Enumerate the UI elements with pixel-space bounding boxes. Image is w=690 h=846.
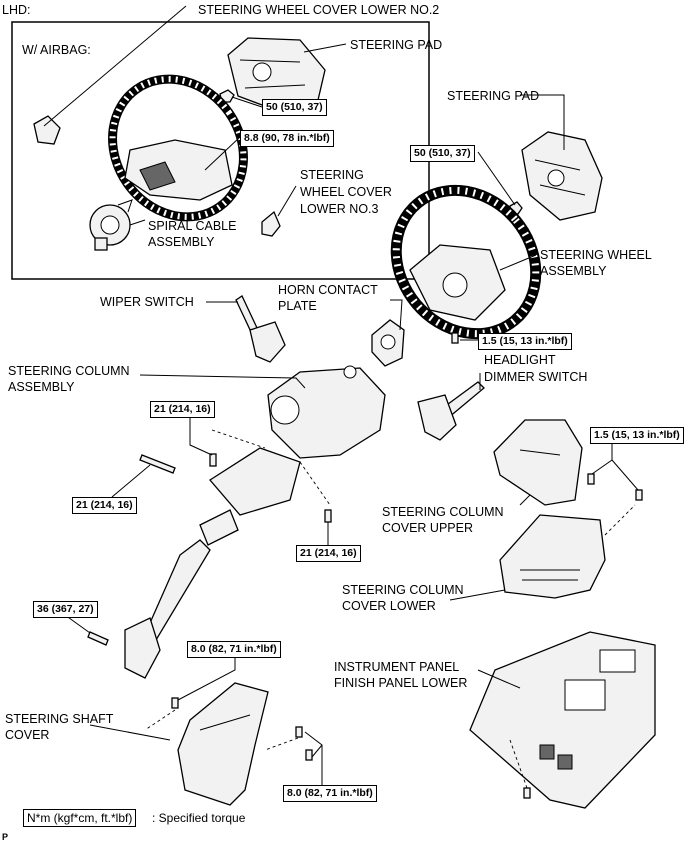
shaft-cover-screw-2-drawing: [295, 726, 303, 738]
label-instrument-panel-2: FINISH PANEL LOWER: [334, 676, 468, 690]
column-cover-lower-drawing: [499, 514, 606, 599]
label-wiper-switch: WIPER SWITCH: [100, 295, 194, 309]
label-cover-lower-2: COVER LOWER: [342, 599, 436, 613]
steering-shaft-cover-drawing: [177, 682, 269, 806]
label-instrument-panel-1: INSTRUMENT PANEL: [334, 660, 460, 674]
torque-column-top: 21 (214, 16): [150, 401, 215, 418]
label-column-assembly-1: STEERING COLUMN: [8, 364, 130, 378]
torque-horn-screw: 1.5 (15, 13 in.*lbf): [478, 333, 572, 350]
shaft-bolt-drawing: [87, 631, 109, 646]
shaft-cover-screw-1-drawing: [171, 697, 179, 709]
torque-cover-screws: 1.5 (15, 13 in.*lbf): [590, 427, 684, 444]
instrument-panel-screw-drawing: [523, 787, 531, 799]
label-steering-wheel-2: ASSEMBLY: [540, 264, 607, 278]
column-left-bolt-drawing: [139, 454, 176, 474]
label-cover-lower-1: STEERING COLUMN: [342, 583, 464, 597]
label-headlight-dimmer-1: HEADLIGHT: [484, 353, 556, 367]
horn-contact-plate-drawing: [371, 319, 405, 367]
label-column-assembly-2: ASSEMBLY: [8, 380, 75, 394]
torque-airbag-wheel: 8.8 (90, 78 in.*lbf): [240, 130, 334, 147]
label-horn-contact-plate-2: PLATE: [278, 299, 317, 313]
label-airbag-steering-pad: STEERING PAD: [350, 38, 443, 52]
label-shaft-cover-1: STEERING SHAFT: [5, 712, 114, 726]
label-headlight-dimmer-2: DIMMER SWITCH: [484, 370, 588, 384]
airbag-inset-title: W/ AIRBAG:: [22, 43, 91, 57]
horn-screw-drawing: [451, 332, 459, 344]
legend-unit-box: N*m (kgf*cm, ft.*lbf): [23, 809, 137, 827]
spiral-cable-drawing: [89, 199, 133, 251]
torque-pad-nut: 50 (510, 37): [410, 145, 475, 162]
label-spiral-cable-1: SPIRAL CABLE: [148, 219, 237, 233]
shaft-cover-screw-3-drawing: [305, 749, 313, 761]
torque-column-right: 21 (214, 16): [296, 545, 361, 562]
headlight-dimmer-switch-drawing: [417, 381, 485, 441]
legend-description: : Specified torque: [152, 811, 246, 825]
instrument-panel-finish-lower-drawing: [469, 631, 656, 809]
lhd-label: LHD:: [2, 3, 31, 17]
label-steering-pad: STEERING PAD: [447, 89, 540, 103]
label-wheel-cover-no3-2: WHEEL COVER: [300, 185, 392, 199]
column-cover-upper-drawing: [493, 419, 583, 506]
label-wheel-cover-no3-3: LOWER NO.3: [300, 202, 379, 216]
wiper-switch-drawing: [235, 295, 286, 363]
cover-screw-1-drawing: [587, 473, 595, 485]
label-cover-upper-2: COVER UPPER: [382, 521, 473, 535]
label-shaft-cover-2: COVER: [5, 728, 50, 742]
steering-column-assembly-drawing: [124, 365, 386, 679]
steering-wheel-assembly-drawing: [390, 184, 542, 340]
label-steering-wheel-1: STEERING WHEEL: [540, 248, 652, 262]
column-right-bolt-drawing: [324, 509, 332, 523]
label-horn-contact-plate-1: HORN CONTACT: [278, 283, 378, 297]
figure-code: P: [2, 832, 9, 842]
torque-column-left: 21 (214, 16): [72, 497, 137, 514]
cover-screw-2-drawing: [635, 489, 643, 501]
label-wheel-cover-no3-1: STEERING: [300, 168, 364, 182]
label-cover-upper-1: STEERING COLUMN: [382, 505, 504, 519]
label-spiral-cable-2: ASSEMBLY: [148, 235, 215, 249]
label-wheel-cover-lower-no2: STEERING WHEEL COVER LOWER NO.2: [198, 3, 440, 17]
steering-pad-drawing: [521, 131, 603, 221]
wheel-cover-lower-no2-drawing: [33, 115, 61, 145]
torque-airbag-pad-nut: 50 (510, 37): [262, 99, 327, 116]
airbag-steering-wheel-drawing: [108, 74, 248, 222]
torque-shaft-cover-bottom: 8.0 (82, 71 in.*lbf): [283, 785, 377, 802]
wheel-cover-lower-no3-drawing: [261, 210, 281, 237]
torque-shaft-bolt: 36 (367, 27): [33, 601, 98, 618]
airbag-steering-pad-drawing: [227, 37, 326, 109]
column-top-bolt-drawing: [209, 453, 217, 467]
torque-shaft-cover-top: 8.0 (82, 71 in.*lbf): [187, 641, 281, 658]
